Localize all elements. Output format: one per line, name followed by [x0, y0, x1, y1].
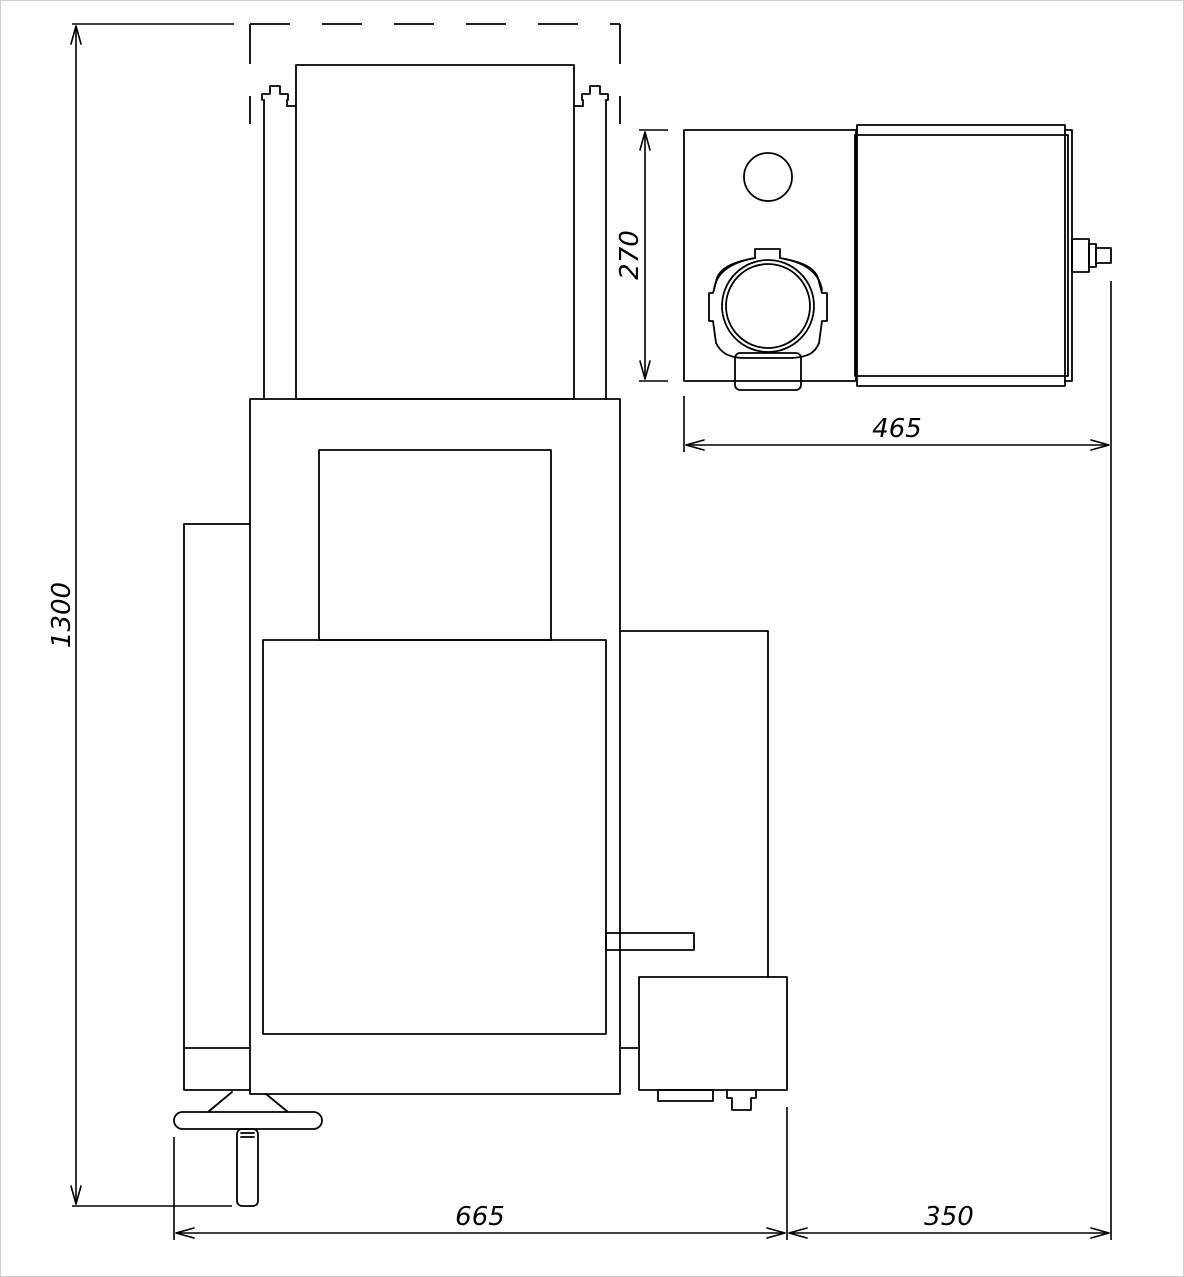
upper-inner-panel	[318, 449, 552, 641]
handwheel-grip	[236, 1128, 259, 1207]
dimension-width-front-label: 665	[455, 1202, 505, 1232]
front-view	[173, 23, 788, 1207]
front-panel	[262, 639, 607, 1035]
motor-outlet	[726, 1089, 757, 1111]
right-rail	[573, 85, 609, 400]
side-handle-bar	[605, 932, 695, 951]
dimension-width-offset-label: 350	[924, 1202, 974, 1232]
dimension-width-top: 465	[683, 396, 1110, 452]
dimension-height-total-label: 1300	[47, 582, 77, 648]
dimension-width-offset: 350	[788, 281, 1112, 1240]
handwheel	[173, 1091, 323, 1207]
right-side-cabinet	[619, 630, 769, 978]
main-body	[249, 398, 621, 1095]
motor-box	[638, 976, 788, 1091]
dimension-width-front: 665	[173, 1107, 788, 1240]
top-view-connector	[1071, 238, 1112, 273]
top-view-port-circle	[743, 152, 793, 202]
upper-column	[295, 64, 575, 400]
top-view-clamp	[708, 248, 828, 391]
dimension-height-total: 1300	[47, 23, 234, 1207]
dimension-height-top: 270	[615, 129, 668, 382]
motor-foot	[657, 1089, 714, 1102]
dashed-extension-outline	[249, 23, 621, 124]
dimension-height-top-label: 270	[615, 230, 645, 280]
top-view	[683, 124, 1112, 391]
left-side-cabinet	[183, 523, 251, 1091]
dimension-width-top-label: 465	[872, 414, 922, 444]
left-rail	[261, 85, 297, 400]
top-view-cover-outer	[856, 124, 1066, 387]
top-view-cover-inner	[854, 134, 1069, 377]
top-view-left-block	[683, 129, 857, 382]
